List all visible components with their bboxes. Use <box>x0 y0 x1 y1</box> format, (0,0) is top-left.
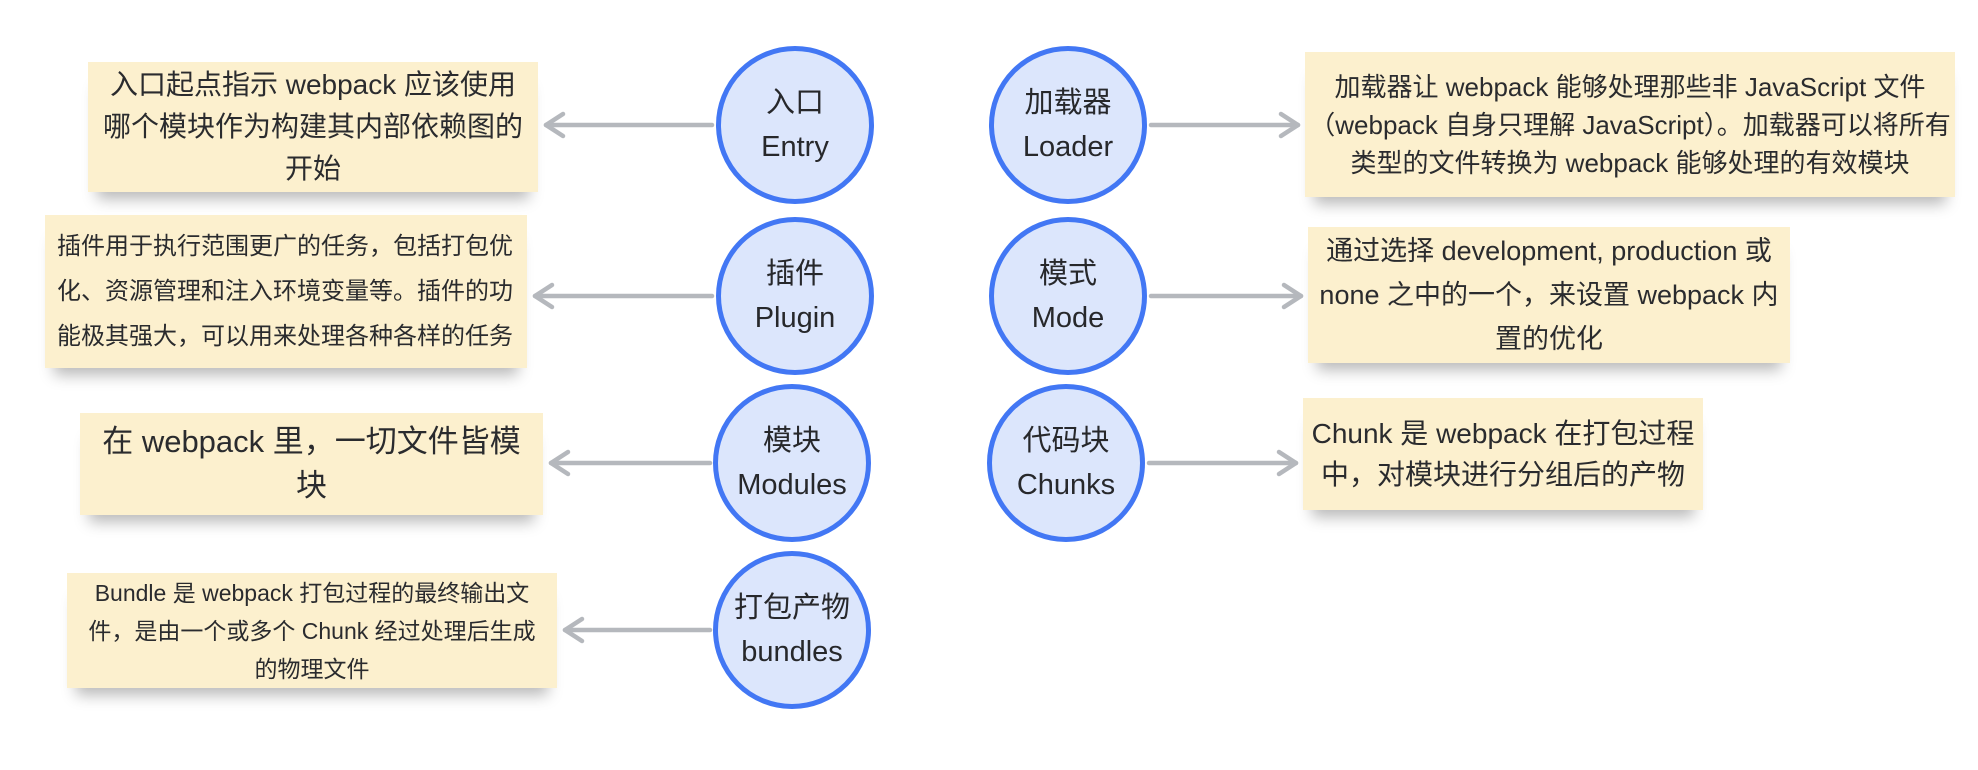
node-modules-label-zh: 模块 <box>762 425 821 457</box>
note-mode-text: 通过选择 development, production 或 none 之中的一… <box>1319 236 1779 354</box>
node-loader-label-zh: 加载器 <box>1024 87 1112 119</box>
note-plugin-text: 插件用于执行范围更广的任务，包括打包优化、资源管理和注入环境变量等。插件的功能极… <box>57 233 513 350</box>
node-entry-label-en: Entry <box>761 131 829 163</box>
note-entry-text: 入口起点指示 webpack 应该使用哪个模块作为构建其内部依赖图的开始 <box>102 69 523 184</box>
note-mode: 通过选择 development, production 或 none 之中的一… <box>1308 227 1790 363</box>
note-bundles: Bundle 是 webpack 打包过程的最终输出文件，是由一个或多个 Chu… <box>67 573 557 688</box>
node-plugin-label-zh: 插件 <box>765 258 824 290</box>
note-modules: 在 webpack 里，一切文件皆模块 <box>80 413 543 515</box>
arrow-loader-to-note <box>1148 111 1301 139</box>
node-mode: 模式 Mode <box>989 217 1147 375</box>
node-plugin: 插件 Plugin <box>716 217 874 375</box>
note-loader-text: 加载器让 webpack 能够处理那些非 JavaScript 文件（webpa… <box>1309 71 1951 178</box>
note-modules-text: 在 webpack 里，一切文件皆模块 <box>102 424 521 503</box>
node-plugin-label-en: Plugin <box>754 302 836 334</box>
arrow-plugin-to-note <box>532 282 715 310</box>
arrow-mode-to-note <box>1148 282 1304 310</box>
node-loader-label-en: Loader <box>1022 131 1114 163</box>
note-chunks-text: Chunk 是 webpack 在打包过程中，对模块进行分组后的产物 <box>1311 418 1695 490</box>
arrow-modules-to-note <box>548 449 713 477</box>
arrow-entry-to-note <box>543 111 715 139</box>
note-loader: 加载器让 webpack 能够处理那些非 JavaScript 文件（webpa… <box>1305 52 1955 197</box>
node-entry: 入口 Entry <box>716 46 874 204</box>
node-mode-label-zh: 模式 <box>1038 258 1097 290</box>
node-chunks: 代码块 Chunks <box>987 384 1145 542</box>
node-modules: 模块 Modules <box>713 384 871 542</box>
node-chunks-label-en: Chunks <box>1016 469 1116 501</box>
node-modules-label-en: Modules <box>737 469 847 501</box>
node-bundles: 打包产物 bundles <box>713 551 871 709</box>
node-bundles-label-en: bundles <box>741 636 843 668</box>
note-entry: 入口起点指示 webpack 应该使用哪个模块作为构建其内部依赖图的开始 <box>88 62 538 192</box>
note-plugin: 插件用于执行范围更广的任务，包括打包优化、资源管理和注入环境变量等。插件的功能极… <box>45 215 527 368</box>
node-chunks-label-zh: 代码块 <box>1022 425 1110 457</box>
arrow-chunks-to-note <box>1146 449 1299 477</box>
note-chunks: Chunk 是 webpack 在打包过程中，对模块进行分组后的产物 <box>1303 398 1703 510</box>
node-bundles-label-zh: 打包产物 <box>733 592 850 624</box>
node-loader: 加载器 Loader <box>989 46 1147 204</box>
node-entry-label-zh: 入口 <box>765 87 824 119</box>
arrow-bundles-to-note <box>562 616 713 644</box>
note-bundles-text: Bundle 是 webpack 打包过程的最终输出文件，是由一个或多个 Chu… <box>88 579 536 682</box>
node-mode-label-en: Mode <box>1031 302 1105 334</box>
